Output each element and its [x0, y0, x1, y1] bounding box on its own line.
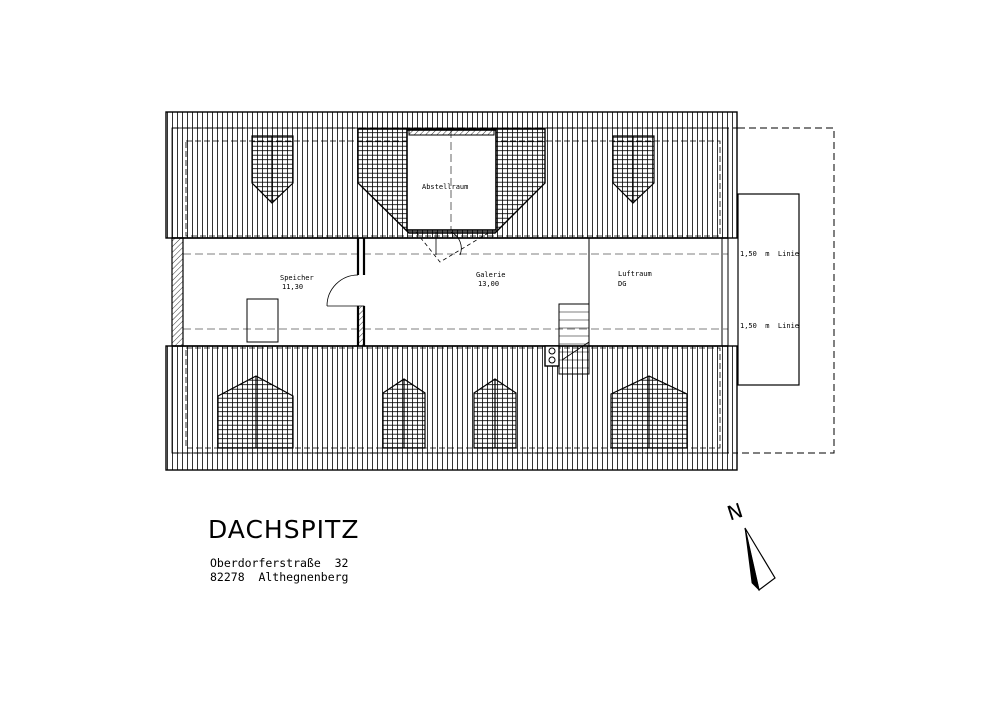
- clearance-box: [737, 193, 800, 386]
- room-label-galerie: Galerie: [476, 271, 506, 279]
- address-city: 82278 Althegnenberg: [210, 570, 348, 584]
- room-sub-luftraum: DG: [618, 280, 626, 288]
- compass-label: N: [724, 498, 746, 525]
- height-line-label-top: 1,50 m Linie: [740, 250, 799, 258]
- room-area-speicher: 11,30: [282, 283, 303, 291]
- room-label-abstellraum: Abstellraum: [422, 183, 468, 191]
- room-area-galerie: 13,00: [478, 280, 499, 288]
- roof-south: [165, 345, 738, 471]
- floor-hatch: [246, 298, 279, 343]
- room-label-speicher: Speicher: [280, 274, 314, 282]
- roof-north: Abstellraum: [165, 111, 738, 239]
- project-title: DACHSPITZ: [208, 515, 359, 544]
- address-street: Oberdorferstraße 32: [210, 556, 348, 570]
- north-arrow-icon: N: [724, 498, 776, 592]
- staircase: [558, 303, 590, 375]
- room-label-luftraum: Luftraum: [618, 270, 652, 278]
- attic-floor: [171, 231, 729, 375]
- height-line-label-bottom: 1,50 m Linie: [740, 322, 799, 330]
